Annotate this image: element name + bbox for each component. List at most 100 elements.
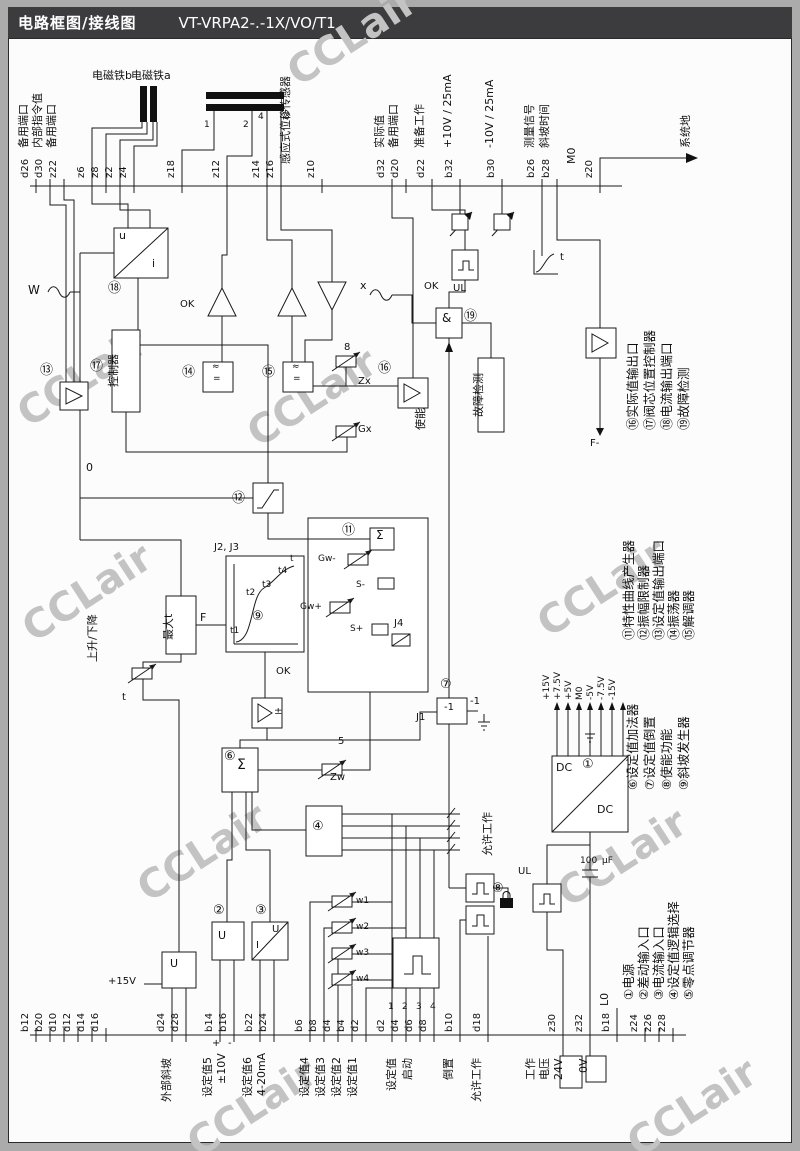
- top-terminal-label: z18: [166, 160, 177, 178]
- label-setvalue: 设定值: [385, 1058, 398, 1091]
- label-setvalue-5: 设定值5: [201, 1057, 214, 1097]
- label-t1: t1: [230, 626, 240, 636]
- label-allow-operation: 允许工作: [470, 1058, 483, 1102]
- num-7: ⑦: [440, 677, 452, 692]
- bottom-terminal-label: b12: [20, 1012, 31, 1032]
- bottom-terminal-label: d14: [76, 1012, 87, 1032]
- num-6: ⑥: [224, 749, 236, 764]
- legend-item: ⑱电流输出端口: [659, 342, 674, 430]
- top-terminal-label: z6: [76, 166, 87, 178]
- label-s-plus: S+: [350, 624, 364, 634]
- top-terminal-label: z14: [251, 160, 262, 178]
- bottom-terminal-label: z24: [629, 1014, 640, 1032]
- label-controller: 控制器: [107, 354, 120, 387]
- demod-symbol: ≈: [212, 362, 220, 372]
- rail-label: -15V: [608, 679, 618, 700]
- label-minus1: -1: [444, 702, 454, 713]
- model-number: VT-VRPA2-.-1X/VO/T1: [178, 13, 336, 32]
- input-number: 4: [430, 1002, 436, 1012]
- legend-item: ⑪特性曲线产生器: [621, 539, 636, 640]
- num-2: ②: [213, 903, 225, 918]
- label-zx: Zx: [358, 376, 371, 387]
- label-i-in: I: [256, 940, 259, 951]
- label-solenoid-b: 电磁铁b: [92, 69, 132, 82]
- demod-symbol: =: [293, 374, 301, 384]
- input-number: 2: [402, 1002, 408, 1012]
- label-setvalue-5-range: ±10V: [215, 1053, 228, 1084]
- legend-item: ⑲故障检测: [676, 367, 691, 430]
- bottom-terminal-label: d10: [48, 1012, 59, 1032]
- label-dc: DC: [597, 803, 614, 816]
- legend-item: ⑤零点调节器: [681, 926, 696, 1000]
- label-setvalue-6-range: 4-20mA: [255, 1052, 268, 1096]
- input-number: 3: [416, 1002, 422, 1012]
- lock-shackle: [502, 891, 511, 898]
- top-terminal-label: b26: [526, 158, 537, 178]
- label-u-out: U: [272, 924, 280, 935]
- top-terminal-label: d32: [376, 158, 387, 178]
- num-9: ⑨: [252, 609, 264, 624]
- num-14: ⑭: [182, 365, 196, 380]
- top-terminal-label: d26: [20, 158, 31, 178]
- label-setvalue-4: 设定值4: [298, 1057, 311, 1097]
- label-u-ext: U: [170, 957, 179, 970]
- label-measure-signal: 测量信号: [523, 104, 536, 148]
- num-16: ⑯: [378, 361, 392, 376]
- label-ul: UL: [518, 866, 531, 877]
- solenoid-symbols: [140, 86, 698, 908]
- polarity-plus: +: [212, 1038, 221, 1049]
- label-w4: w4: [356, 974, 370, 984]
- bottom-terminal-label: z26: [643, 1014, 654, 1032]
- legend-item: ⑮解调器: [681, 589, 696, 640]
- bottom-terminal-label: b6: [294, 1019, 305, 1032]
- label-t-pot: t: [122, 692, 126, 703]
- top-terminal-label: z10: [306, 160, 317, 178]
- label-gx: Gx: [358, 424, 372, 435]
- label-setvalue-2: 设定值2: [330, 1057, 343, 1097]
- label-j2-j3: J2, J3: [214, 542, 239, 553]
- bottom-terminal-label: b24: [258, 1012, 269, 1032]
- top-terminal-label: z22: [48, 160, 59, 178]
- label-j4: J4: [394, 618, 404, 629]
- num-15: ⑮: [262, 365, 276, 380]
- label-w2: w2: [356, 922, 370, 932]
- label-w1: w1: [356, 896, 370, 906]
- num-19: ⑲: [464, 309, 478, 324]
- num-4: ④: [312, 819, 324, 834]
- num-3: ③: [255, 903, 267, 918]
- bottom-terminal-label: z28: [657, 1014, 668, 1032]
- label-external-ramp: 外部斜坡: [160, 1058, 173, 1102]
- bottom-terminal-label: d4: [390, 1019, 401, 1032]
- label-spare-port-3: 备用端口: [387, 104, 400, 148]
- label-ramp-time: 斜坡时间: [538, 104, 551, 148]
- bottom-terminal-label: b18: [601, 1012, 612, 1032]
- bottom-terminal-label: d16: [90, 1012, 101, 1032]
- label-m0: M0: [565, 147, 578, 165]
- capacitor-value: 100: [580, 856, 598, 866]
- label-voltage: 电压: [538, 1058, 551, 1080]
- input-number: 1: [388, 1002, 394, 1012]
- legend-item: ⑦设定值倒置: [642, 716, 657, 790]
- top-terminal-label: z8: [90, 166, 101, 178]
- label-24v: 24V: [552, 1058, 565, 1080]
- label-internal-command: 内部指令值: [31, 93, 44, 148]
- label-l0: L0: [598, 992, 611, 1006]
- characteristic-generator-box: [307, 517, 429, 693]
- label-ok: OK: [276, 666, 291, 677]
- label-solenoid-a: 电磁铁a: [131, 69, 171, 82]
- bottom-terminal-label: b16: [218, 1012, 229, 1032]
- num-12: ⑫: [232, 491, 246, 506]
- legend-item: ⑨斜坡发生器: [676, 716, 691, 790]
- top-terminal-label: z4: [118, 166, 129, 178]
- label-t-axis: t: [290, 554, 294, 564]
- num-17: ⑰: [90, 359, 104, 374]
- block-symbols: [65, 227, 629, 975]
- legend-item: ②差动输入口: [636, 926, 651, 1000]
- label-dc: DC: [556, 761, 573, 774]
- bottom-terminal-label: b14: [204, 1012, 215, 1032]
- top-terminal-label: z2: [104, 166, 115, 178]
- label-fault-detect: 故障检测: [472, 373, 485, 417]
- lvdt-pin: 2: [243, 120, 249, 130]
- label-ok: OK: [180, 299, 195, 310]
